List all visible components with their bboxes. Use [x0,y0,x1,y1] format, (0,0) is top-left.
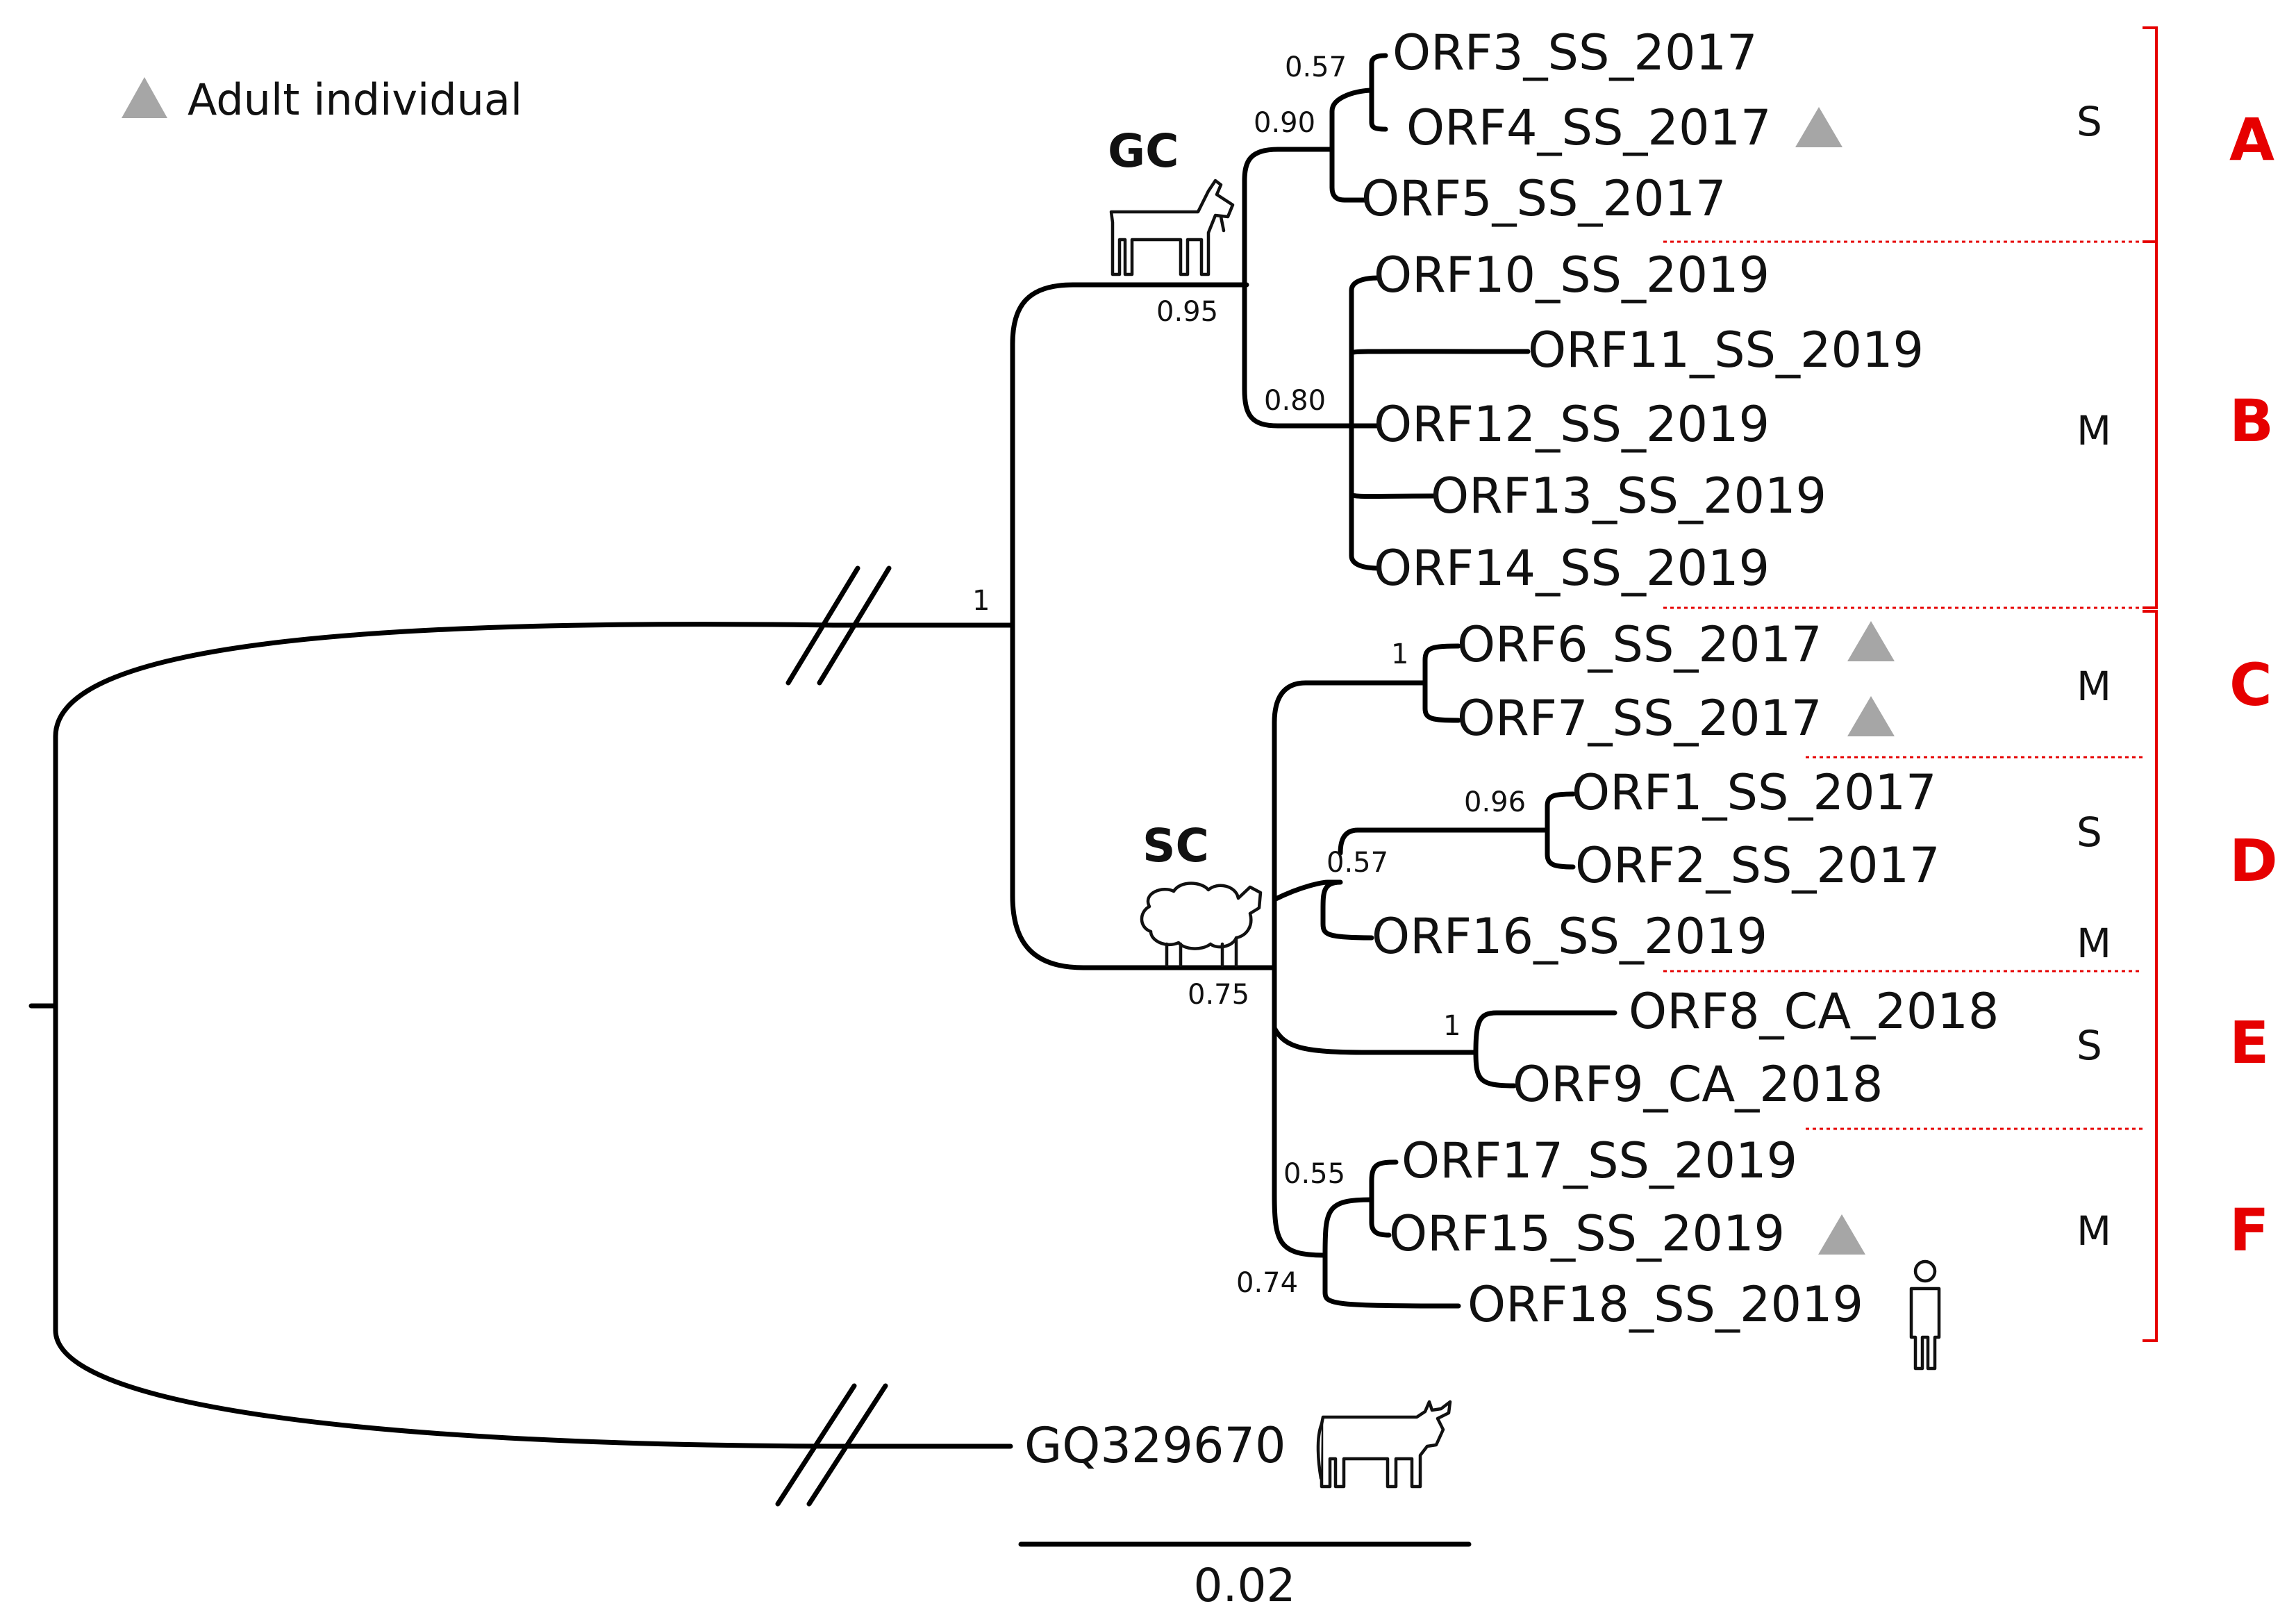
scale-bar: 0.02 [1018,1541,1472,1612]
tip-label: ORF7_SS_2017 [1457,690,1822,747]
ingroup-split [1010,282,1277,970]
orf17-orf15-node [1369,1159,1399,1238]
tip-label: ORF8_CA_2018 [1629,983,1999,1040]
root-split [53,622,1013,1449]
tip-label: ORF10_SS_2019 [1374,247,1770,304]
support-value: 0.75 [1188,979,1249,1011]
group-letter: E [2229,1009,2269,1077]
bracket-a-b [2143,26,2158,609]
tip-label: ORF4_SS_2017 [1406,99,1772,156]
human-icon [1909,1259,1941,1371]
support-value: 1 [1443,1010,1461,1042]
break-mark-lower [775,1383,888,1507]
group-letter: A [2229,106,2274,174]
sheep-icon [1140,882,1263,968]
support-value: 0.74 [1236,1267,1298,1299]
tip-label: ORF12_SS_2019 [1374,396,1770,453]
infection-types: S M M S M S M [2077,98,2111,1255]
infection-type: M [2077,1207,2111,1255]
adult-triangle-icon [1847,621,1895,661]
tip-labels: ORF3_SS_2017 ORF4_SS_2017 ORF5_SS_2017 O… [1024,24,1999,1474]
legend: Adult individual [122,74,522,125]
clade-a-node [1329,88,1374,203]
support-value: 1 [972,585,990,617]
tip-label: ORF3_SS_2017 [1392,24,1758,81]
orf8-orf9-node [1272,1010,1617,1089]
tip-label: ORF14_SS_2019 [1374,540,1770,597]
tip-label: ORF5_SS_2017 [1361,170,1727,227]
sheep-host-label: SC [1142,819,1209,872]
legend-adult-triangle-icon [122,77,167,118]
goat-host-label: GC [1108,124,1179,178]
support-value: 0.80 [1264,385,1326,417]
tip-label: ORF9_CA_2018 [1513,1056,1883,1113]
goat-icon [1109,179,1235,276]
group-letter: F [2229,1196,2269,1264]
support-value: 0.95 [1156,296,1218,328]
support-value: 0.55 [1283,1158,1345,1190]
orf1-orf2-node [1545,791,1576,870]
tip-label: ORF18_SS_2019 [1467,1276,1863,1333]
group-brackets [1663,26,2158,1342]
infection-type: M [2077,663,2111,710]
support-value: 0.57 [1326,847,1388,879]
tip-label: ORF17_SS_2019 [1401,1132,1797,1189]
adult-triangle-icon [1795,107,1842,147]
legend-label: Adult individual [188,74,522,125]
infection-type: M [2077,407,2111,454]
infection-type: S [2077,1022,2102,1069]
scale-bar-label: 0.02 [1194,1559,1296,1612]
adult-triangle-icon [1818,1214,1865,1255]
clade-d-node [1272,827,1550,941]
adult-triangle-icon [1847,696,1895,736]
clade-b-node [1349,275,1531,571]
group-letters: A B C D E F [2229,106,2278,1264]
orf6-orf7-node [1422,643,1461,723]
break-mark-upper [785,565,892,686]
group-letter: B [2229,387,2274,455]
adult-markers [1795,107,1895,1255]
tip-label: ORF13_SS_2019 [1431,468,1827,524]
tip-label: ORF16_SS_2019 [1372,908,1767,965]
bracket-c-f [2143,610,2158,1342]
support-value: 0.90 [1254,107,1315,139]
tip-label: ORF15_SS_2019 [1389,1205,1785,1262]
sheep-clade-node [1272,680,1426,1258]
tip-label: ORF1_SS_2017 [1572,764,1937,821]
group-letter: D [2229,827,2278,895]
infection-type: M [2077,920,2111,967]
tree-branches [28,53,1617,1507]
group-letter: C [2229,651,2272,719]
tip-label: ORF2_SS_2017 [1575,837,1940,894]
goat-clade-node [1242,147,1354,429]
outgroup-label: GQ329670 [1024,1417,1286,1474]
cow-icon [1316,1400,1452,1489]
orf3-orf4-node [1369,53,1388,132]
support-value: 0.96 [1464,786,1526,818]
tip-label: ORF6_SS_2017 [1457,616,1822,673]
support-value: 0.57 [1285,51,1347,83]
infection-type: S [2077,98,2102,145]
infection-type: S [2077,809,2102,856]
support-values: 1 0.95 0.75 0.90 0.57 0.80 1 0.57 0.96 1… [972,51,1526,1299]
tip-label: ORF11_SS_2019 [1528,322,1924,379]
clade-f-node [1322,1197,1461,1309]
support-value: 1 [1391,638,1408,670]
